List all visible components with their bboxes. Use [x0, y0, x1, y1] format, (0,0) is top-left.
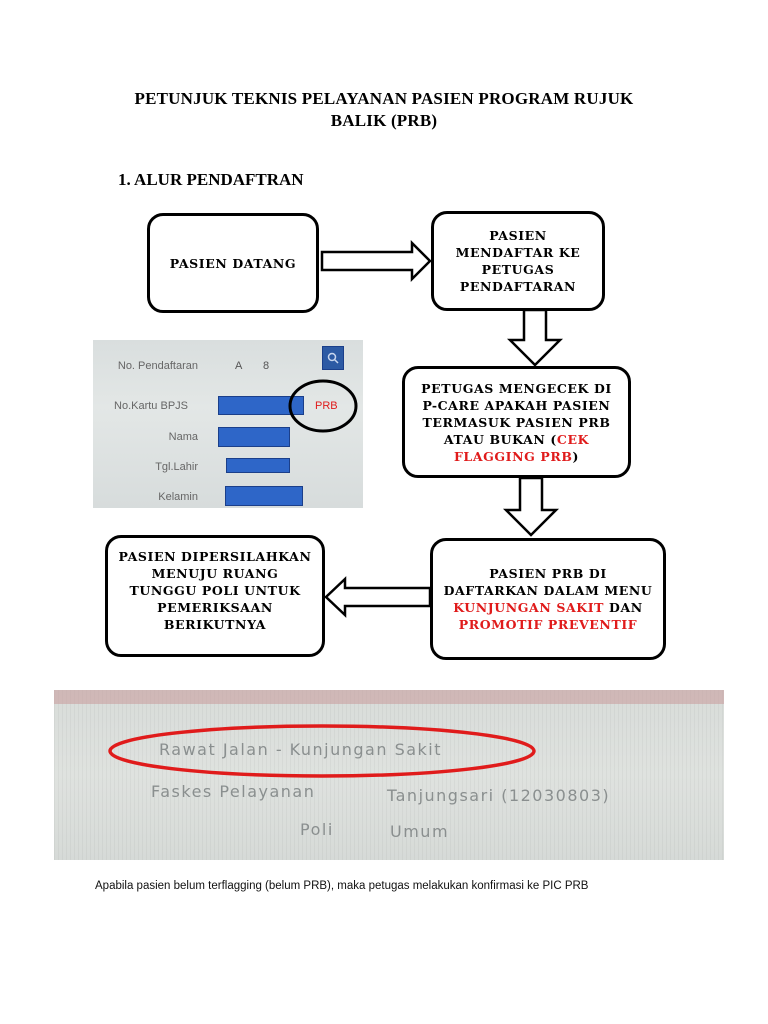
flow-box-4-highlight-2: PROMOTIF PREVENTIF [459, 617, 638, 632]
flow-box-5-text: PASIEN DIPERSILAHKAN MENUJU RUANG TUNGGU… [118, 548, 312, 633]
flow-box-petugas-mengecek: PETUGAS MENGECEK DI P-CARE APAKAH PASIEN… [402, 366, 631, 478]
flow-box-4-main: PASIEN PRB DI DAFTARKAN DALAM MENU [444, 566, 653, 598]
prb-highlight-circle [93, 340, 363, 508]
pcare-form-screenshot: No. Pendaftaran A 8 No.Kartu BPJS PRB Na… [93, 340, 363, 508]
flow-box-4-highlight-1: KUNJUNGAN SAKIT [453, 600, 604, 615]
flow-box-pasien-dipersilahkan: PASIEN DIPERSILAHKAN MENUJU RUANG TUNGGU… [105, 535, 325, 657]
flow-box-4-text: PASIEN PRB DI DAFTARKAN DALAM MENU KUNJU… [443, 565, 653, 633]
flow-box-4-mid: DAN [604, 600, 643, 615]
kunjungan-screenshot: Rawat Jalan - Kunjungan Sakit Faskes Pel… [54, 690, 724, 860]
flow-box-1-text: PASIEN DATANG [170, 255, 296, 272]
arrow-down-1 [510, 310, 560, 365]
flow-box-3-text: PETUGAS MENGECEK DI P-CARE APAKAH PASIEN… [415, 380, 618, 465]
flow-box-pasien-prb-didaftarkan: PASIEN PRB DI DAFTARKAN DALAM MENU KUNJU… [430, 538, 666, 660]
arrow-right [322, 243, 430, 279]
arrow-down-2 [506, 478, 556, 535]
arrow-left [326, 579, 430, 615]
kunjungan-highlight-circle [54, 690, 724, 860]
note-text: Apabila pasien belum terflagging (belum … [95, 880, 588, 892]
flow-box-3-close: ) [573, 449, 580, 464]
flow-box-pasien-datang: PASIEN DATANG [147, 213, 319, 313]
flow-box-pasien-mendaftar: PASIEN MENDAFTAR KE PETUGAS PENDAFTARAN [431, 211, 605, 311]
flow-box-2-text: PASIEN MENDAFTAR KE PETUGAS PENDAFTARAN [444, 227, 592, 295]
